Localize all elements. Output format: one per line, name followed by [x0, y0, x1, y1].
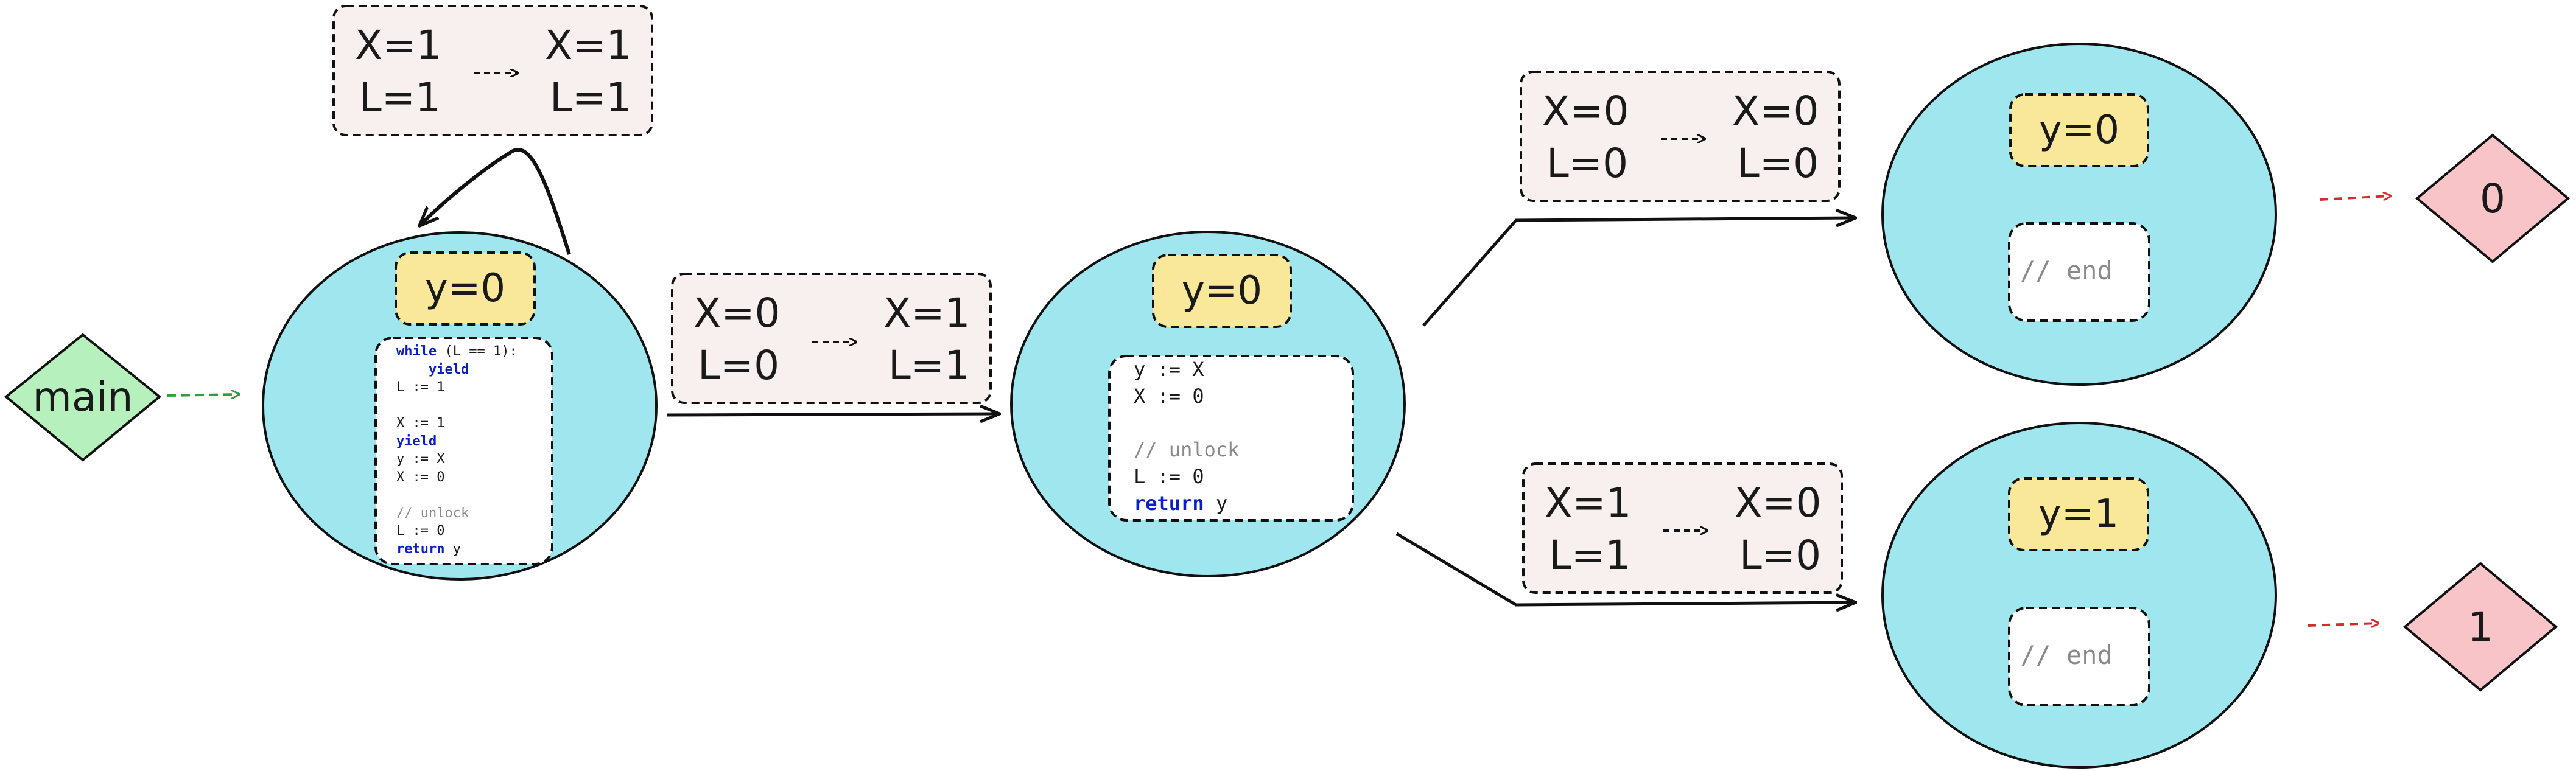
- state-s0-y-label: y=0: [424, 266, 506, 311]
- code-line: X := 0: [396, 469, 518, 487]
- state-s0-y-box: [395, 251, 536, 326]
- code-line: y := X: [396, 450, 518, 469]
- state-s1-code-box: [1108, 355, 1354, 522]
- state-s3-y-box: [2008, 477, 2149, 551]
- transition-s0-s1-from-l: L=0: [698, 342, 780, 389]
- code-text: y := X: [1134, 358, 1204, 381]
- code-line: return y: [396, 540, 518, 559]
- code-text: L := 0: [1134, 465, 1204, 488]
- result-1-label: 1: [2468, 604, 2493, 651]
- state-s2-code-box: [2008, 222, 2150, 322]
- transition-s0-s1-from-x: X=0: [693, 290, 781, 337]
- code-text: X := 0: [396, 469, 445, 485]
- state-s2-code: // end: [2020, 256, 2113, 286]
- transition-s0-s1-box: [671, 273, 992, 404]
- transition-s1-s3-box: [1522, 462, 1843, 594]
- code-line: X := 1: [396, 414, 518, 433]
- result-0-diamond: [2415, 133, 2571, 263]
- edge-s1-s2: [1422, 218, 1855, 327]
- code-comment: // unlock: [396, 505, 469, 521]
- code-line: [1134, 410, 1239, 436]
- transition-s1-s2-box: [1520, 71, 1841, 202]
- code-text: L := 1: [396, 380, 445, 395]
- result-0-arrow: [2319, 196, 2390, 201]
- code-text: L := 0: [396, 523, 445, 539]
- code-line: X := 0: [1134, 383, 1239, 410]
- code-line: // unlock: [1134, 436, 1239, 463]
- transition-s1-s3-from-l: L=1: [1549, 532, 1631, 579]
- code-line: yield: [396, 361, 518, 379]
- code-keyword: yield: [396, 361, 469, 377]
- code-line: // unlock: [396, 504, 518, 523]
- code-text: X := 1: [396, 416, 445, 431]
- code-line: while (L == 1):: [396, 343, 518, 361]
- start-arrow: [167, 394, 239, 396]
- transition-loop-to-l: L=1: [550, 74, 632, 121]
- state-s2-y-box: [2009, 93, 2149, 167]
- state-s0-code: while (L == 1): yield L := 1 X := 1 yield y…: [396, 343, 518, 558]
- code-line: L := 0: [396, 522, 518, 540]
- edge-s0-s1: [667, 414, 998, 415]
- transition-s1-s2-to-x: X=0: [1732, 88, 1819, 134]
- result-1-diamond: [2402, 562, 2558, 692]
- state-s0-code-box: [374, 337, 553, 565]
- code-line: [396, 486, 518, 504]
- transition-loop-from-x: X=1: [355, 22, 442, 69]
- transition-s1-s3-to-x: X=0: [1735, 480, 1822, 526]
- code-text: y: [1204, 492, 1228, 515]
- transition-loop-to-x: X=1: [545, 22, 632, 69]
- loop-arrow: [420, 148, 571, 255]
- result-0-label: 0: [2480, 175, 2505, 222]
- code-line: y := X: [1134, 356, 1239, 383]
- state-s2-y-label: y=0: [2038, 108, 2120, 153]
- transition-s1-s2-to-l: L=0: [1737, 140, 1819, 187]
- transition-s0-s1-to-l: L=1: [888, 342, 970, 389]
- state-s1-y-box: [1152, 254, 1292, 328]
- code-keyword: while: [396, 344, 437, 359]
- code-comment: // end: [2020, 256, 2113, 285]
- code-line: L := 0: [1134, 463, 1239, 490]
- transition-s1-s2-from-x: X=0: [1542, 88, 1629, 134]
- code-keyword: return: [1134, 492, 1204, 515]
- code-line: return y: [1134, 490, 1239, 517]
- code-keyword: return: [396, 541, 445, 557]
- state-s1-y-label: y=0: [1181, 268, 1263, 313]
- code-text: y := X: [396, 452, 445, 467]
- transition-loop-from-l: L=1: [359, 74, 441, 121]
- code-line: // end: [2020, 256, 2113, 286]
- state-s3-code: // end: [2020, 640, 2113, 671]
- code-text: X := 0: [1134, 385, 1204, 408]
- state-s3-node: [1881, 422, 2277, 769]
- transition-s0-s1-to-x: X=1: [883, 290, 970, 337]
- code-line: // end: [2020, 640, 2113, 671]
- result-1-arrow: [2307, 623, 2378, 626]
- state-s3-code-box: [2008, 607, 2150, 706]
- state-s3-y-label: y=1: [2038, 492, 2119, 537]
- code-text: y: [444, 541, 461, 557]
- code-keyword: yield: [396, 433, 437, 449]
- code-line: yield: [396, 433, 518, 451]
- transition-s1-s2-from-l: L=0: [1546, 140, 1629, 187]
- state-s2-node: [1881, 43, 2277, 386]
- start-diamond: [4, 333, 162, 462]
- code-comment: // unlock: [1134, 438, 1240, 461]
- transition-s1-s3-to-l: L=0: [1739, 532, 1822, 579]
- start-label: main: [32, 374, 133, 420]
- code-text: (L == 1):: [437, 344, 518, 359]
- edge-s1-s3: [1395, 532, 1855, 605]
- code-line: L := 1: [396, 379, 518, 397]
- transition-s1-s3-from-x: X=1: [1545, 480, 1632, 526]
- code-comment: // end: [2020, 640, 2113, 670]
- code-line: [396, 397, 518, 415]
- transition-loop-box: [332, 5, 653, 136]
